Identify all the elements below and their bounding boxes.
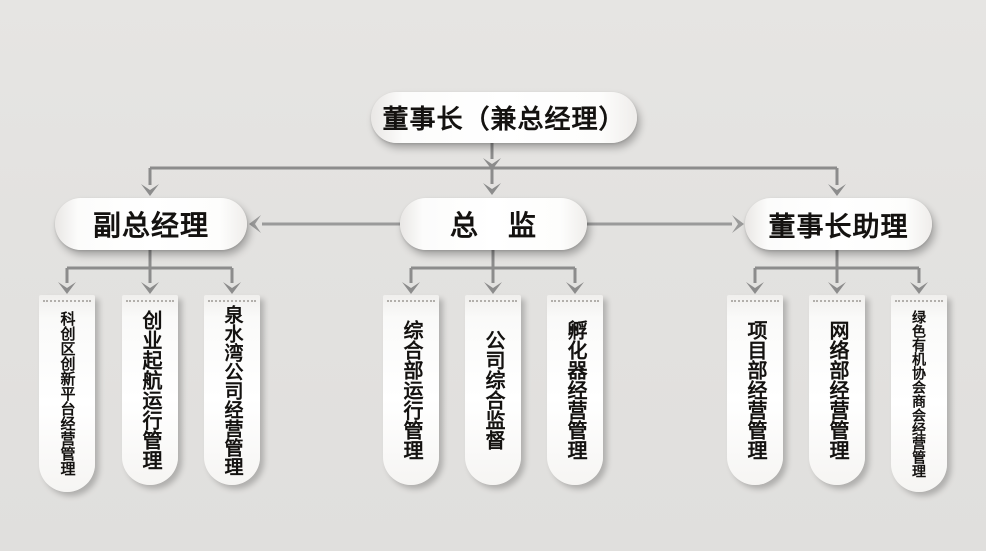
tag-vice-gm-dept-2: 创业起航运行管理 — [122, 295, 178, 485]
tag-director-dept-1: 综合部运行管理 — [383, 295, 439, 485]
perforation-line — [208, 300, 256, 302]
node-director-label: 总 监 — [449, 210, 537, 241]
node-chairman: 董事长（兼总经理） — [371, 92, 637, 143]
perforation-line — [813, 300, 861, 302]
node-chairman-assistant-label: 董事长助理 — [768, 211, 909, 242]
connector-director-to-vice-gm — [249, 215, 400, 233]
tag-director-dept-3-label: 孵化器经营管理 — [564, 320, 586, 460]
tag-vice-gm-dept-3: 泉水湾公司经营管理 — [204, 295, 260, 485]
node-chairman-label: 董事长（兼总经理） — [382, 104, 626, 134]
perforation-line — [469, 300, 517, 302]
tag-assistant-dept-2: 网络部经营管理 — [809, 295, 865, 485]
node-director: 总 监 — [400, 198, 587, 250]
tag-assistant-dept-2-label: 网络部经营管理 — [826, 320, 848, 460]
tag-assistant-dept-3-label: 绿色有机协会商会经营管理 — [911, 309, 927, 478]
tag-assistant-dept-3: 绿色有机协会商会经营管理 — [891, 295, 947, 492]
tag-director-dept-2: 公司综合监督 — [465, 295, 521, 485]
node-vice-general-manager-label: 副总经理 — [92, 210, 209, 241]
connector-assistant-to-departments — [746, 250, 928, 294]
connector-director-to-departments — [402, 250, 584, 294]
tag-director-dept-2-label: 公司综合监督 — [482, 330, 504, 450]
node-chairman-assistant: 董事长助理 — [745, 198, 932, 250]
tag-vice-gm-dept-1: 科创区创新平台经营管理 — [39, 295, 95, 492]
tag-vice-gm-dept-1-label: 科创区创新平台经营管理 — [58, 311, 76, 476]
perforation-line — [43, 300, 91, 302]
perforation-line — [551, 300, 599, 302]
tag-assistant-dept-1-label: 项目部经营管理 — [744, 320, 766, 460]
perforation-line — [387, 300, 435, 302]
connector-vice-gm-to-departments — [58, 250, 241, 294]
connector-director-to-assistant — [587, 215, 744, 233]
perforation-line — [126, 300, 174, 302]
connector-root-to-managers — [141, 143, 846, 196]
tag-vice-gm-dept-3-label: 泉水湾公司经营管理 — [221, 304, 243, 476]
perforation-line — [731, 300, 779, 302]
tag-director-dept-1-label: 综合部运行管理 — [400, 320, 422, 460]
tag-assistant-dept-1: 项目部经营管理 — [727, 295, 783, 485]
tag-vice-gm-dept-2-label: 创业起航运行管理 — [139, 310, 161, 470]
perforation-line — [895, 300, 943, 302]
node-vice-general-manager: 副总经理 — [55, 198, 247, 250]
tag-director-dept-3: 孵化器经营管理 — [547, 295, 603, 485]
